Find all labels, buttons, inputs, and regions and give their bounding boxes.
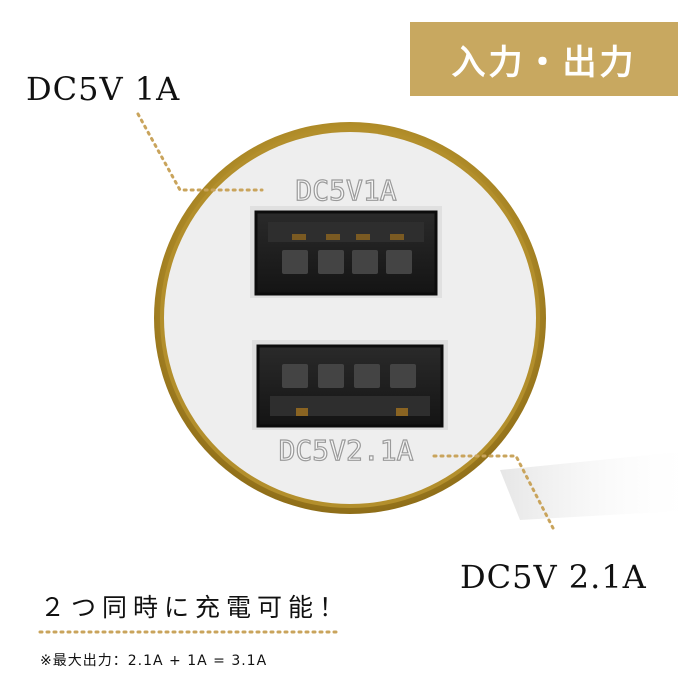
bottom-engraving: DC5V2.1A [279,434,414,467]
input-output-badge: 入力・出力 [410,22,678,96]
device-shadow [500,450,700,520]
callout-line-bottom [432,454,556,532]
callout-line-top [136,112,264,192]
usb-port-top [250,206,442,298]
top-port-callout-label: DC5V 1A [26,70,181,108]
tagline: ２つ同時に充電可能！ [40,593,351,622]
badge-label: 入力・出力 [451,42,637,83]
max-output-note: ※最大出力：2.1A + 1A = 3.1A [40,653,268,669]
usb-port-bottom [252,340,448,430]
top-engraving: DC5V1A [295,174,396,207]
bottom-port-callout-label: DC5V 2.1A [460,558,647,596]
